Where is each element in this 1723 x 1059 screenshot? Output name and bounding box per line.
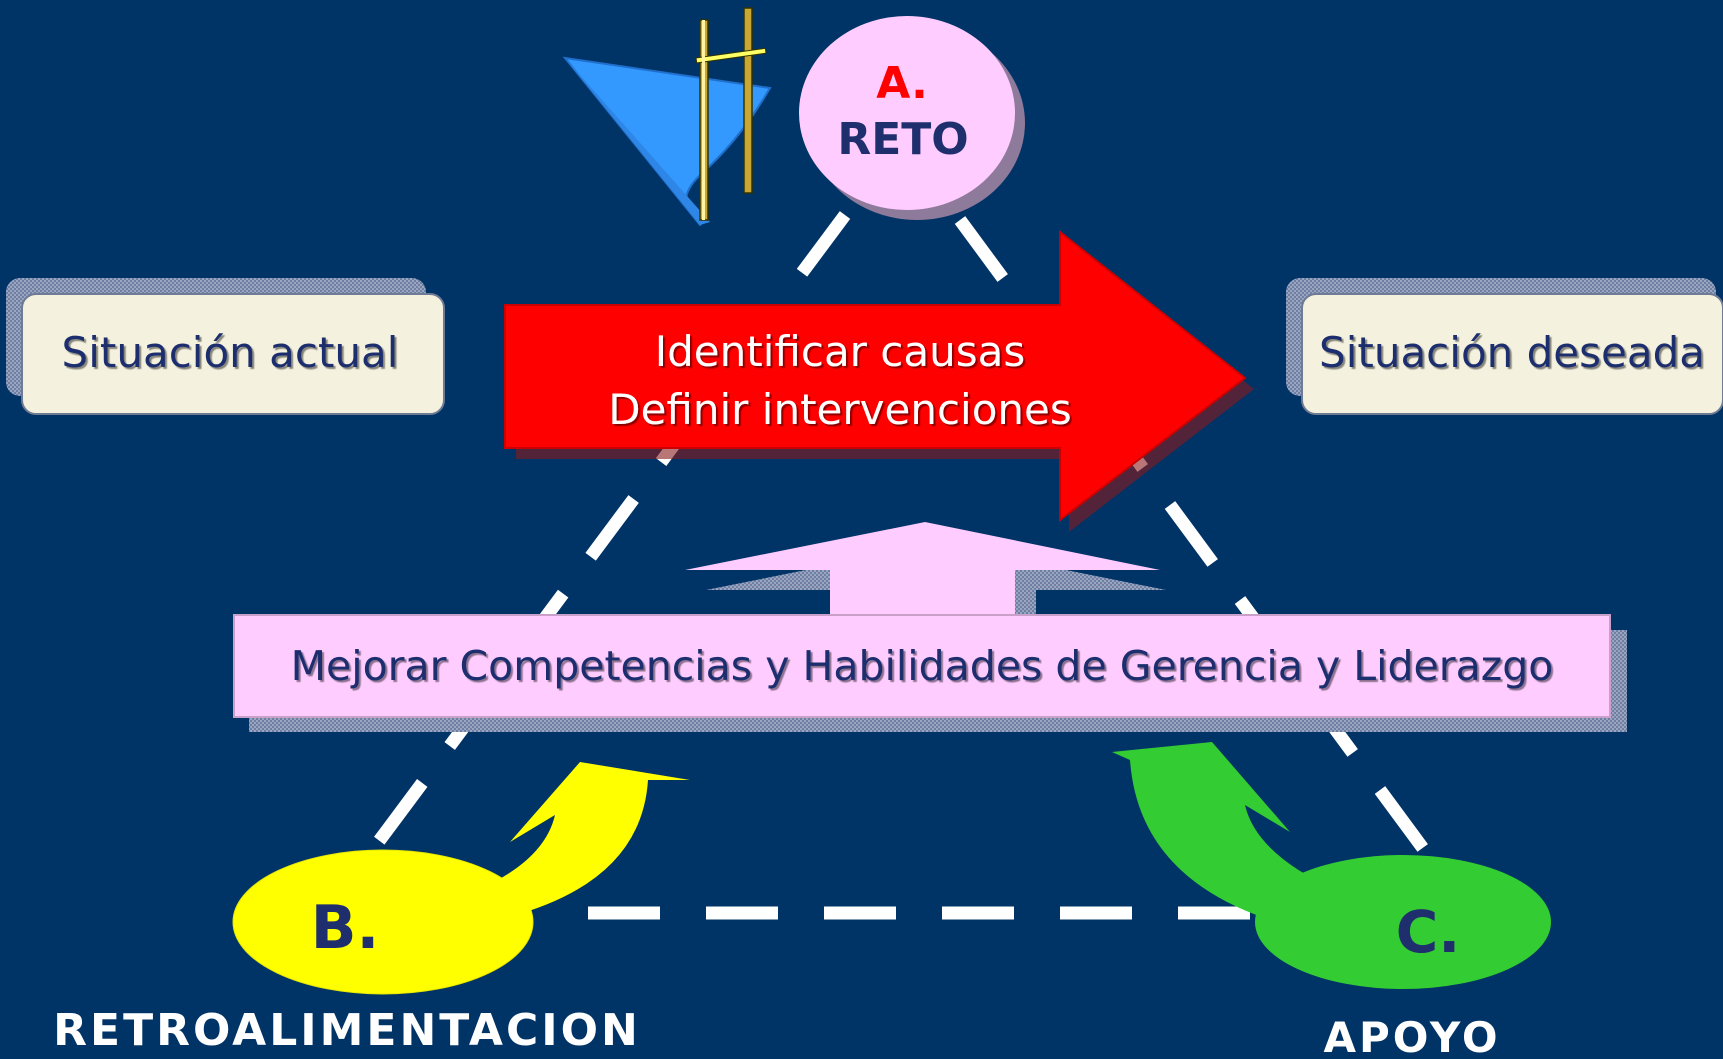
- node-c-ellipse: [1255, 855, 1551, 989]
- up-arrow-shape: [685, 522, 1160, 640]
- node-c-label: APOYO: [1323, 1013, 1500, 1055]
- current-state-label: Situación actual: [62, 328, 399, 377]
- current-state-shape: [21, 293, 445, 415]
- main-arrow-line1: Identificar causas: [655, 327, 1026, 376]
- up-arrow: [685, 522, 1166, 640]
- main-arrow: Identificar causas Definir intervencione…: [504, 229, 1254, 532]
- main-arrow-shape: [504, 229, 1247, 523]
- current-state-box: Situación actual: [6, 278, 445, 415]
- desired-state-shape: [1301, 293, 1723, 415]
- node-a-label: RETO: [837, 114, 968, 165]
- node-b-ellipse: [232, 849, 534, 995]
- high-jump-icon: [562, 7, 772, 227]
- desired-state-label: Situación deseada: [1319, 328, 1705, 377]
- improve-box-shape: [233, 614, 1611, 718]
- node-b-letter: B.: [311, 893, 380, 963]
- desired-state-box: Situación deseada: [1286, 278, 1723, 415]
- node-b: B. RETROALIMENTACION: [53, 762, 690, 1056]
- node-a: A. RETO: [799, 16, 1025, 220]
- main-arrow-line2: Definir intervenciones: [608, 385, 1072, 434]
- improve-box-label: Mejorar Competencias y Habilidades de Ge…: [291, 642, 1554, 690]
- improve-box: Mejorar Competencias y Habilidades de Ge…: [233, 614, 1627, 732]
- feedback-arrow-icon: [410, 762, 690, 930]
- node-a-ellipse: [799, 16, 1015, 210]
- node-c-letter: C.: [1396, 898, 1461, 966]
- node-a-letter: A.: [876, 58, 928, 109]
- node-b-label: RETROALIMENTACION: [53, 1005, 641, 1055]
- node-c: C. APOYO: [1112, 742, 1551, 1059]
